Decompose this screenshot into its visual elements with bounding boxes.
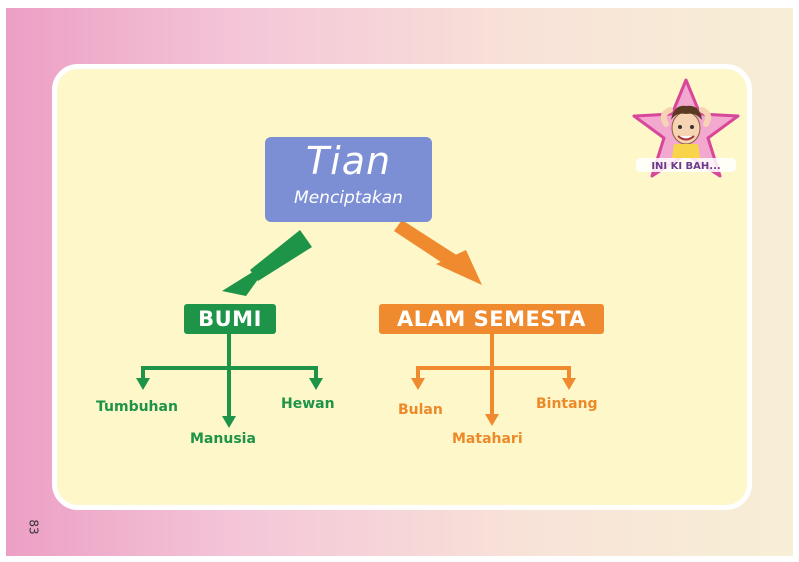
branch-bumi: BUMI (184, 304, 276, 334)
arrow-to-bumi (222, 230, 312, 296)
page-number: 83 (26, 519, 41, 535)
mascot-caption: INI KI BAH... (651, 161, 720, 172)
leaf-hewan: Hewan (281, 396, 335, 412)
branch-alam-semesta: ALAM SEMESTA (379, 304, 604, 334)
alam-tree-lines (416, 334, 571, 416)
alam-tree-arrowheads (411, 378, 576, 426)
leaf-tumbuhan: Tumbuhan (96, 399, 178, 415)
root-node: Tian Menciptakan (265, 137, 432, 222)
bumi-tree-arrowheads (136, 378, 323, 428)
arrow-to-alam-semesta (394, 220, 482, 285)
bumi-tree-lines (141, 334, 318, 418)
root-title: Tian (305, 139, 392, 183)
leaf-matahari: Matahari (452, 431, 523, 447)
star-mascot-icon: INI KI BAH... (632, 78, 740, 178)
leaf-bulan: Bulan (398, 402, 443, 418)
leaf-bintang: Bintang (536, 396, 598, 412)
root-subtitle: Menciptakan (294, 188, 403, 208)
leaf-manusia: Manusia (190, 431, 256, 447)
